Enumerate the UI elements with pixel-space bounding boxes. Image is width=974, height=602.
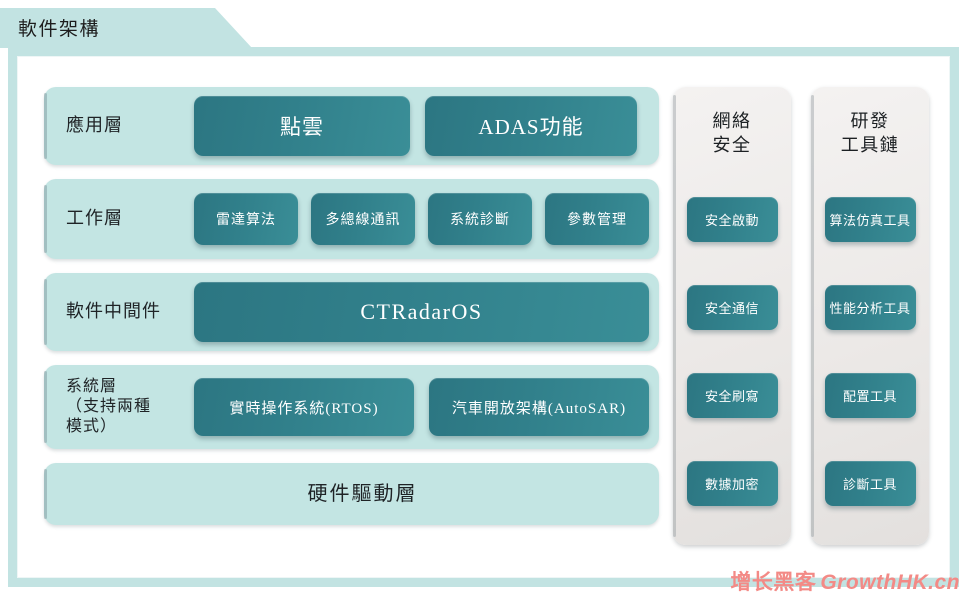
module-box-multi-bus-comm[interactable]: 多總線通訊 (311, 193, 415, 245)
layer-row-middleware: 軟件中間件 CTRadarOS (44, 273, 659, 351)
layer-row-system: 系統層 （支持兩種 模式） 實時操作系統(RTOS) 汽車開放架構(AutoSA… (44, 365, 659, 449)
layer-boxes-middleware: CTRadarOS (194, 273, 659, 351)
side-column-network-security: 網絡 安全 安全啟動 安全通信 安全刷寫 數據加密 (673, 87, 791, 545)
module-box-diagnostic-tool[interactable]: 診斷工具 (824, 460, 916, 506)
layer-label-work: 工作層 (66, 208, 123, 229)
module-box-autosar[interactable]: 汽車開放架構(AutoSAR) (429, 378, 649, 436)
module-box-secure-communication[interactable]: 安全通信 (686, 284, 778, 330)
module-box-point-cloud[interactable]: 點雲 (194, 96, 410, 156)
side-column-title-toolchain: 研發 工具鏈 (840, 111, 900, 156)
side-column-items-security: 安全啟動 安全通信 安全刷寫 數據加密 (673, 172, 791, 545)
layer-boxes-system: 實時操作系統(RTOS) 汽車開放架構(AutoSAR) (194, 369, 659, 445)
layer-boxes-work: 雷達算法 多總線通訊 系統診斷 參數管理 (194, 184, 659, 254)
module-box-algorithm-simulation-tool[interactable]: 算法仿真工具 (824, 197, 916, 243)
watermark-en: GrowthHK.cn (820, 571, 960, 594)
layer-row-work: 工作層 雷達算法 多總線通訊 系統診斷 參數管理 (44, 179, 659, 259)
module-box-performance-analysis-tool[interactable]: 性能分析工具 (824, 284, 916, 330)
module-box-data-encryption[interactable]: 數據加密 (686, 460, 778, 506)
side-column-items-toolchain: 算法仿真工具 性能分析工具 配置工具 診斷工具 (811, 172, 929, 545)
module-box-configuration-tool[interactable]: 配置工具 (824, 372, 916, 418)
module-box-secure-boot[interactable]: 安全啟動 (686, 197, 778, 243)
module-box-system-diagnostics[interactable]: 系統診斷 (428, 193, 532, 245)
diagram-frame-inner: 應用層 點雲 ADAS功能 工作層 雷達算法 多總線通訊 系統診斷 參數管理 (17, 56, 950, 578)
module-box-radar-algorithm[interactable]: 雷達算法 (194, 193, 298, 245)
layer-label-system: 系統層 （支持兩種 模式） (66, 378, 152, 435)
module-box-ctradaros[interactable]: CTRadarOS (194, 282, 649, 342)
layer-row-application: 應用層 點雲 ADAS功能 (44, 87, 659, 165)
page-title: 軟件架構 (18, 19, 101, 40)
layer-label-middleware: 軟件中間件 (66, 301, 161, 322)
module-box-adas[interactable]: ADAS功能 (425, 96, 637, 156)
layer-label-hardware: 硬件驅動層 (307, 482, 418, 505)
module-box-secure-flashing[interactable]: 安全刷寫 (686, 372, 778, 418)
layer-label-application: 應用層 (66, 115, 123, 136)
side-column-rd-toolchain: 研發 工具鏈 算法仿真工具 性能分析工具 配置工具 診斷工具 (811, 87, 929, 545)
watermark-cn: 增长黑客 (730, 571, 817, 594)
side-column-title-security: 網絡 安全 (712, 111, 752, 156)
layer-stack: 應用層 點雲 ADAS功能 工作層 雷達算法 多總線通訊 系統診斷 參數管理 (44, 87, 659, 525)
layer-row-hardware: 硬件驅動層 (44, 463, 659, 525)
layer-boxes-application: 點雲 ADAS功能 (194, 87, 659, 165)
title-tab-shape (0, 8, 252, 48)
module-box-rtos[interactable]: 實時操作系統(RTOS) (194, 378, 414, 436)
module-box-parameter-management[interactable]: 參數管理 (545, 193, 649, 245)
diagram-frame: 應用層 點雲 ADAS功能 工作層 雷達算法 多總線通訊 系統診斷 參數管理 (8, 47, 959, 587)
